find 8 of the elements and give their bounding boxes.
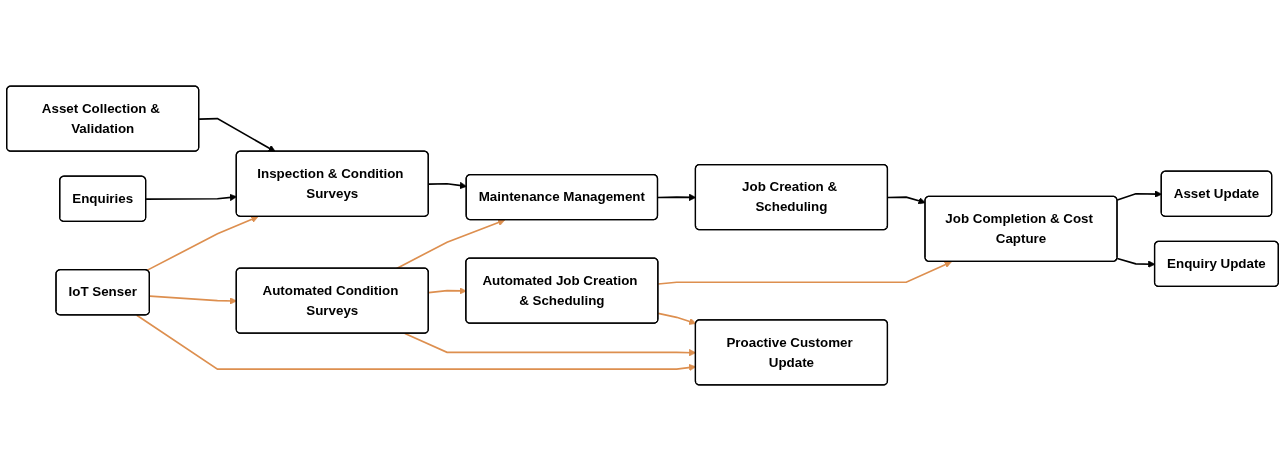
arrow <box>146 215 259 272</box>
arrow <box>198 117 276 152</box>
arrow <box>657 312 697 325</box>
arrow <box>145 193 237 202</box>
arrow <box>135 314 697 372</box>
arrow <box>657 261 952 285</box>
arrow <box>1116 190 1162 201</box>
arrow <box>887 196 926 205</box>
